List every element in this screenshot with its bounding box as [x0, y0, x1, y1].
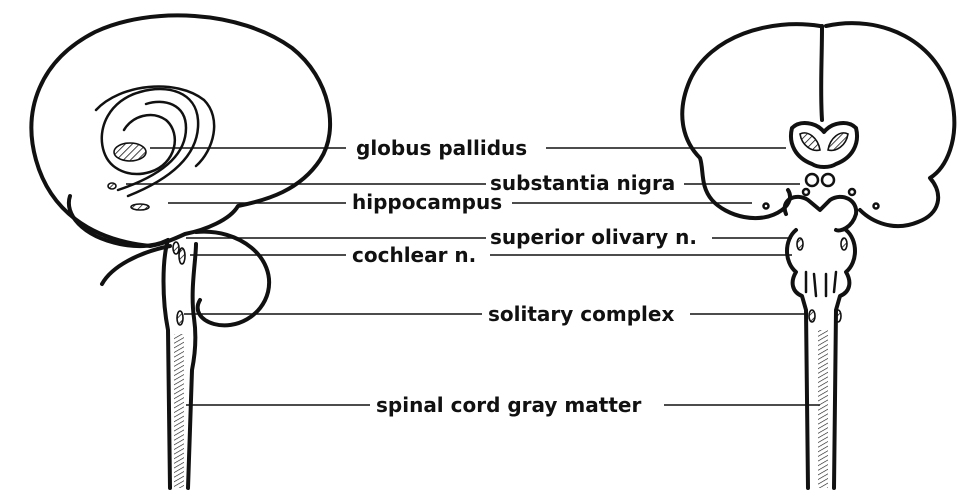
labels: globus pallidus substantia nigra hippoca…	[352, 136, 697, 417]
sagittal-brain	[31, 15, 330, 488]
solitary-right-a	[809, 310, 815, 322]
hippocampus-left	[131, 204, 149, 210]
nucleus-dot-b	[849, 189, 855, 195]
cord-gray-right	[818, 330, 828, 488]
central-nuclei	[791, 123, 857, 167]
substantia-nigra-left	[108, 183, 116, 189]
label-globus-pallidus: globus pallidus	[356, 136, 527, 160]
hippocampus-right-b	[874, 204, 879, 209]
leader-lines	[126, 148, 820, 405]
cerebellum-outline	[196, 232, 269, 326]
brainstem-outline-right	[188, 244, 196, 488]
hemisphere-left	[682, 24, 820, 218]
hippocampus-right-a	[764, 204, 769, 209]
solitary-right-b	[835, 310, 841, 322]
substantia-nigra-right-a	[806, 174, 818, 186]
label-spinal-cord-gray: spinal cord gray matter	[376, 393, 641, 417]
label-cochlear: cochlear n.	[352, 243, 476, 267]
globus-pallidus-left	[114, 143, 146, 161]
solitary-left	[177, 311, 183, 325]
pons-outline	[787, 230, 808, 488]
cochlear-left	[179, 248, 185, 264]
globus-pallidus-right-b	[828, 133, 848, 150]
superior-olivary-left	[173, 242, 179, 254]
pons-bulge	[102, 246, 170, 284]
cord-gray-left	[174, 334, 184, 488]
midbrain-outline	[785, 197, 856, 231]
superior-olivary-right-b	[841, 238, 847, 250]
globus-pallidus-right-a	[800, 133, 820, 150]
label-hippocampus: hippocampus	[352, 190, 502, 214]
pons-outline-right	[834, 230, 855, 488]
cerebrum-outline	[31, 15, 330, 246]
label-solitary-complex: solitary complex	[488, 302, 674, 326]
pons-ridges	[806, 272, 836, 296]
superior-olivary-right-a	[797, 238, 803, 250]
nucleus-dot-a	[803, 189, 809, 195]
midline-fissure	[821, 26, 822, 120]
substantia-nigra-right-b	[822, 174, 834, 186]
brainstem-outline	[164, 240, 171, 488]
label-substantia-nigra: substantia nigra	[490, 171, 675, 195]
label-superior-olivary: superior olivary n.	[490, 225, 697, 249]
